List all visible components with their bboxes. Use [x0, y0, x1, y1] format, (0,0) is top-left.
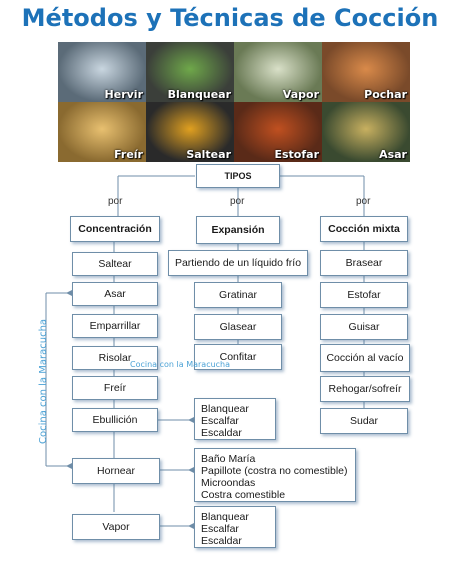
method-label: Risolar [98, 352, 132, 364]
method-guisar: Guisar [320, 314, 408, 340]
detail-vapor: Blanquear Escalfar Escaldar [194, 506, 276, 548]
photo-label: Asar [379, 148, 407, 161]
method-freir: Freír [72, 376, 158, 400]
detail-item: Escalfar [201, 523, 239, 535]
method-label: Hornear [97, 465, 135, 477]
photo-blanquear: Blanquear [146, 42, 234, 102]
por-label-left: por [108, 196, 123, 207]
method-label: Ebullición [92, 414, 138, 426]
photo-label: Estofar [274, 148, 319, 161]
detail-item: Blanquear [201, 511, 249, 523]
category-label: Concentración [78, 223, 152, 235]
method-glasear: Glasear [194, 314, 282, 340]
method-ebullicion: Ebullición [72, 408, 158, 432]
photo-label: Vapor [282, 88, 319, 101]
detail-item: Costra comestible [201, 489, 286, 501]
method-label: Partiendo de un líquido frío [174, 257, 302, 269]
photo-label: Freír [114, 148, 143, 161]
detail-item: Escalfar [201, 415, 239, 427]
method-hornear: Hornear [72, 458, 160, 484]
method-estofar: Estofar [320, 282, 408, 308]
method-asar: Asar [72, 282, 158, 306]
method-label: Guisar [348, 321, 380, 333]
page-title: Métodos y Técnicas de Cocción [21, 4, 439, 32]
photo-hervir: Hervir [58, 42, 146, 102]
method-emparrillar: Emparrillar [72, 314, 158, 338]
category-concentracion: Concentración [70, 216, 160, 242]
detail-item: Blanquear [201, 403, 249, 415]
method-risolar: Risolar [72, 346, 158, 370]
photo-grid: Hervir Blanquear Vapor Pochar Freír Salt… [58, 42, 410, 162]
detail-item: Papillote (costra no comestible) [201, 465, 348, 477]
method-gratinar: Gratinar [194, 282, 282, 308]
method-label: Vapor [102, 521, 130, 533]
photo-label: Pochar [364, 88, 407, 101]
photo-asar: Asar [322, 102, 410, 162]
category-label: Expansión [211, 224, 265, 236]
photo-freir: Freír [58, 102, 146, 162]
detail-item: Baño María [201, 453, 256, 465]
method-label: Saltear [98, 258, 132, 270]
detail-hornear: Baño María Papillote (costra no comestib… [194, 448, 356, 502]
method-label: Brasear [345, 257, 383, 269]
photo-label: Hervir [104, 88, 143, 101]
method-label: Cocción al vacío [326, 352, 404, 364]
photo-label: Blanquear [167, 88, 231, 101]
detail-item: Escaldar [201, 427, 242, 439]
method-brasear: Brasear [320, 250, 408, 276]
method-label: Rehogar/sofreír [328, 383, 402, 395]
method-label: Freír [103, 382, 127, 394]
method-label: Confitar [219, 351, 257, 363]
root-box-tipos: TIPOS [196, 164, 280, 188]
category-label: Cocción mixta [328, 223, 400, 235]
method-rehogar-sofreir: Rehogar/sofreír [320, 376, 410, 402]
photo-estofar: Estofar [234, 102, 322, 162]
method-coccion-al-vacio: Cocción al vacío [320, 344, 410, 372]
photo-saltear: Saltear [146, 102, 234, 162]
por-label-right: por [356, 196, 371, 207]
method-saltear: Saltear [72, 252, 158, 276]
watermark-center: Cocina con la Maracucha [130, 360, 231, 369]
detail-item: Escaldar [201, 535, 242, 547]
method-vapor: Vapor [72, 514, 160, 540]
detail-item: Microondas [201, 477, 256, 489]
por-label-center: por [230, 196, 245, 207]
method-label: Asar [104, 288, 126, 300]
method-confitar: Confitar [194, 344, 282, 370]
root-label: TIPOS [224, 171, 252, 181]
method-sudar: Sudar [320, 408, 408, 434]
category-coccion-mixta: Cocción mixta [320, 216, 408, 242]
method-label: Estofar [347, 289, 381, 301]
method-label: Gratinar [219, 289, 257, 301]
method-label: Emparrillar [89, 320, 141, 332]
photo-vapor: Vapor [234, 42, 322, 102]
method-label: Sudar [349, 415, 379, 427]
method-label: Glasear [219, 321, 257, 333]
detail-ebullicion: Blanquear Escalfar Escaldar [194, 398, 276, 440]
category-expansion: Expansión [196, 216, 280, 244]
method-partiendo-liquido-frio: Partiendo de un líquido frío [168, 250, 308, 276]
photo-pochar: Pochar [322, 42, 410, 102]
photo-label: Saltear [186, 148, 231, 161]
watermark-vertical: Cocina con la Maracucha [38, 318, 49, 444]
